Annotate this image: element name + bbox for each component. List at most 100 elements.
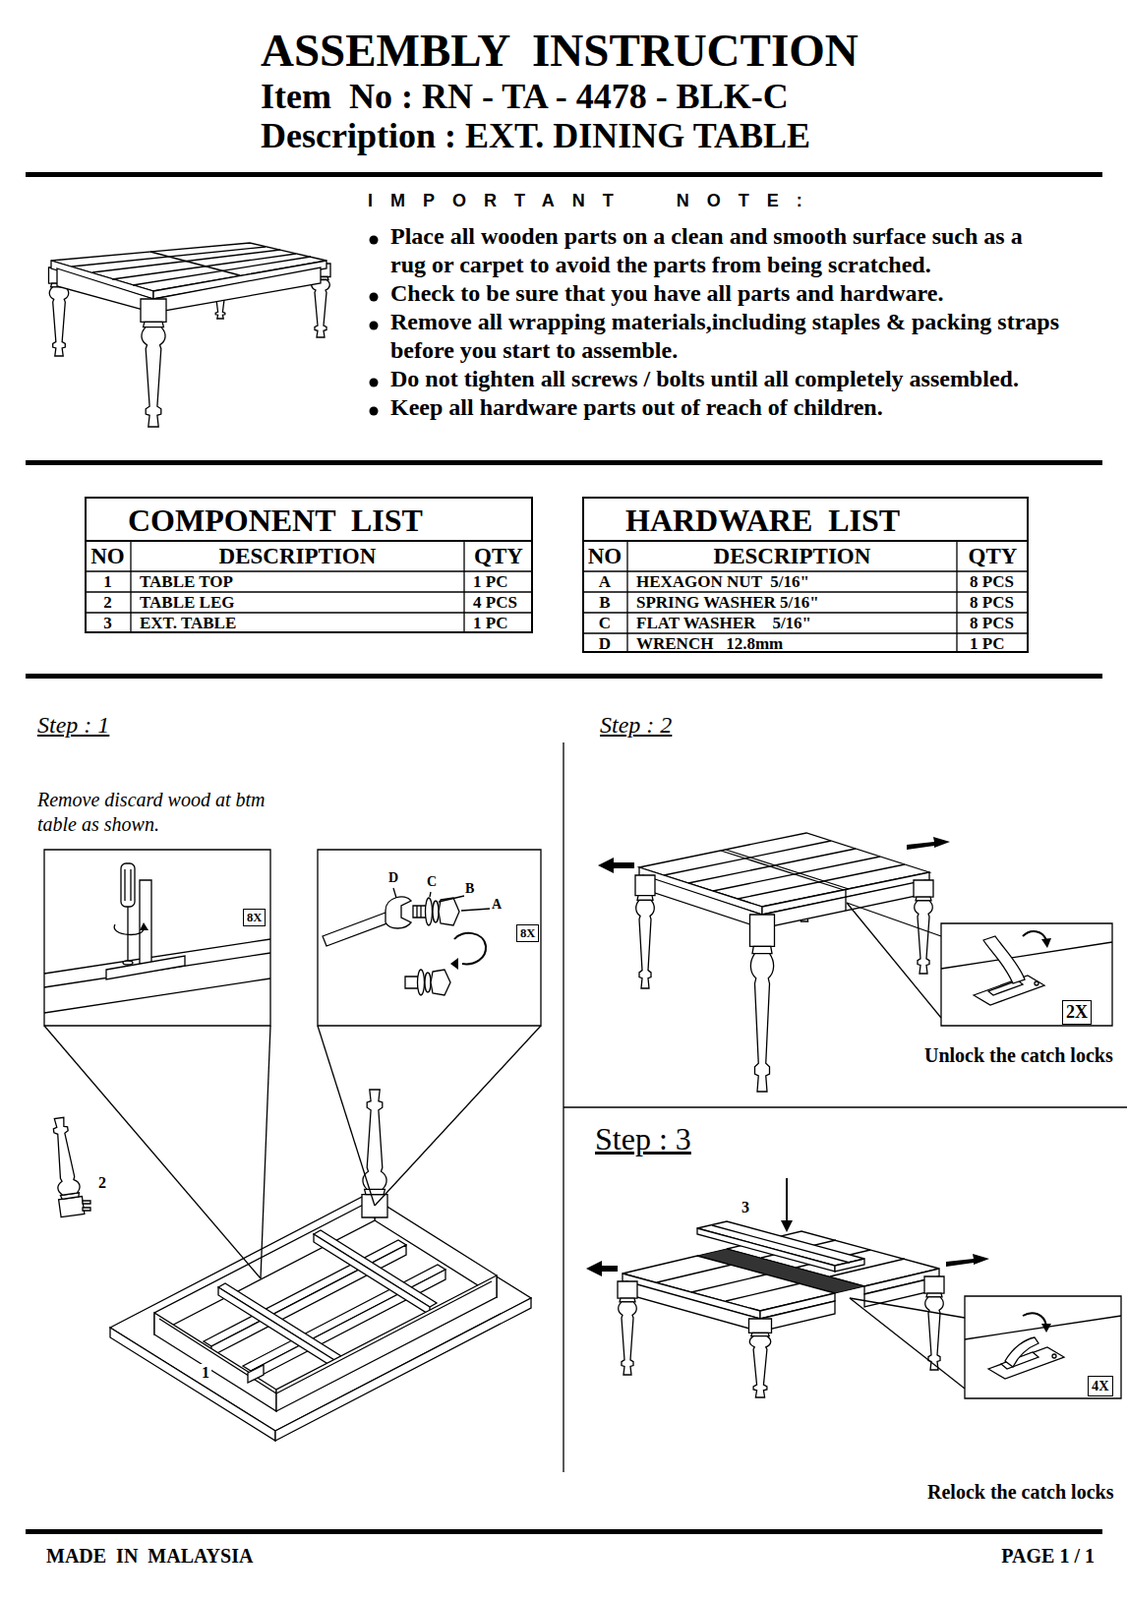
note-text: Place all wooden parts on a clean and sm… <box>390 222 1060 280</box>
bullet-dot <box>369 236 379 245</box>
table-cell: 1 PC <box>473 571 508 593</box>
step-caption: Unlock the catch locks <box>924 1044 1114 1068</box>
bullet-dot <box>369 236 379 416</box>
table-step-three <box>711 1225 850 1263</box>
detail-inset <box>129 869 131 901</box>
rule-line <box>25 1529 1103 1535</box>
callout-text: 8X <box>517 925 538 942</box>
leader-line <box>44 1025 261 1279</box>
detail-inset <box>461 908 490 911</box>
rule-line <box>25 460 1103 466</box>
table-step-two <box>750 914 775 1092</box>
detail-inset <box>438 897 460 926</box>
rule-line <box>25 673 1103 679</box>
table-heading: HARDWARE LIST <box>584 498 900 540</box>
table-step-three <box>691 1274 767 1293</box>
table-step-three <box>780 1220 793 1233</box>
detail-inset <box>964 1296 1122 1399</box>
detail-inset <box>438 895 465 902</box>
table-step-two <box>737 864 905 899</box>
table-step-two <box>597 857 635 874</box>
table-cell: SPRING WASHER 5/16" <box>636 592 820 613</box>
table-grid <box>955 540 957 653</box>
upturned-table-top <box>110 1194 532 1431</box>
loose-leg <box>47 1116 91 1217</box>
upturned-table-top <box>275 1298 532 1441</box>
table-cell: A <box>582 571 628 593</box>
table-cell: 8 PCS <box>969 571 1014 593</box>
table-header: DESCRIPTION <box>130 540 465 572</box>
part-letter: D <box>388 870 399 887</box>
detail-inset <box>417 969 425 996</box>
table-step-two <box>688 848 856 884</box>
footer-text: MADE IN MALAYSIA <box>46 1544 253 1568</box>
detail-inset <box>1052 1354 1057 1359</box>
detail-inset <box>405 976 418 989</box>
table-grid <box>582 539 1029 542</box>
callout-text: 4X <box>1088 1376 1113 1396</box>
table-cell: B <box>582 592 628 613</box>
callout-number: 2 <box>96 1174 109 1192</box>
upturned-table-top <box>247 1364 264 1383</box>
upturned-table-top <box>218 1287 335 1368</box>
note-text: Do not tighten all screws / bolts until … <box>390 364 1119 394</box>
detail-inset <box>139 922 149 931</box>
table-cell: 1 <box>84 571 131 593</box>
note-heading: IMPORTANT NOTE: <box>367 190 821 212</box>
table-cell: 1 PC <box>969 633 1005 654</box>
detail-inset <box>1041 1323 1052 1333</box>
hardware-list-table: HARDWARE LIST <box>582 496 1029 653</box>
table-cell: 1 PC <box>473 612 508 634</box>
instruction-note: Remove discard wood at btm table as show… <box>37 787 294 837</box>
quantity-callout: 8X <box>516 924 539 943</box>
upturned-table-top <box>154 1312 277 1412</box>
table-step-three <box>656 1264 732 1283</box>
callout-number: 3 <box>739 1198 752 1217</box>
table-cell: 3 <box>84 612 131 634</box>
table-cell: FLAT WASHER 5/16" <box>636 612 812 634</box>
detail-inset <box>429 891 431 897</box>
bullet-dot <box>369 321 379 331</box>
upturned-table-top <box>276 1281 492 1394</box>
table-cell: EXT. TABLE <box>139 612 237 634</box>
item-number: Item No : RN - TA - 4478 - BLK-C <box>260 76 789 118</box>
detail-inset <box>941 942 1113 969</box>
bullet-dot <box>369 407 379 416</box>
table-step-three <box>725 1283 801 1302</box>
table-step-two <box>712 856 881 891</box>
loose-leg <box>47 1116 85 1217</box>
detail-inset <box>44 952 271 988</box>
upturned-table-top <box>361 1089 388 1218</box>
table-grid <box>626 540 628 653</box>
table-step-three <box>849 1298 965 1389</box>
step-heading: Step : 1 <box>37 711 110 740</box>
table-grid <box>463 540 465 634</box>
component-list-table: COMPONENT LIST <box>84 496 534 634</box>
detail-inset <box>106 955 185 980</box>
detail-inset <box>322 912 390 947</box>
table-grid <box>582 570 1029 572</box>
table-icon <box>140 298 167 427</box>
note-text: Remove all wrapping materials,including … <box>390 307 1079 365</box>
table-step-two <box>720 850 844 890</box>
table-step-two <box>906 836 950 850</box>
leader-line <box>317 1025 375 1206</box>
callout-text: 2X <box>1063 1001 1091 1024</box>
detail-inset <box>454 933 486 965</box>
detail-inset <box>988 1347 1065 1379</box>
table-cell: WRENCH 12.8mm <box>636 633 783 654</box>
part-letter: B <box>465 881 475 897</box>
detail-inset <box>424 972 431 993</box>
upturned-table-top <box>313 1234 430 1315</box>
detail-inset <box>120 863 135 907</box>
table-cell: HEXAGON NUT 5/16" <box>636 571 810 593</box>
callout-number: 1 <box>199 1364 212 1382</box>
detail-inset <box>114 924 144 935</box>
table-step-three <box>586 1260 618 1277</box>
loose-leg <box>82 1207 91 1211</box>
upturned-table-top <box>313 1230 437 1307</box>
table-header: NO <box>582 540 628 572</box>
detail-inset <box>1022 931 1047 941</box>
